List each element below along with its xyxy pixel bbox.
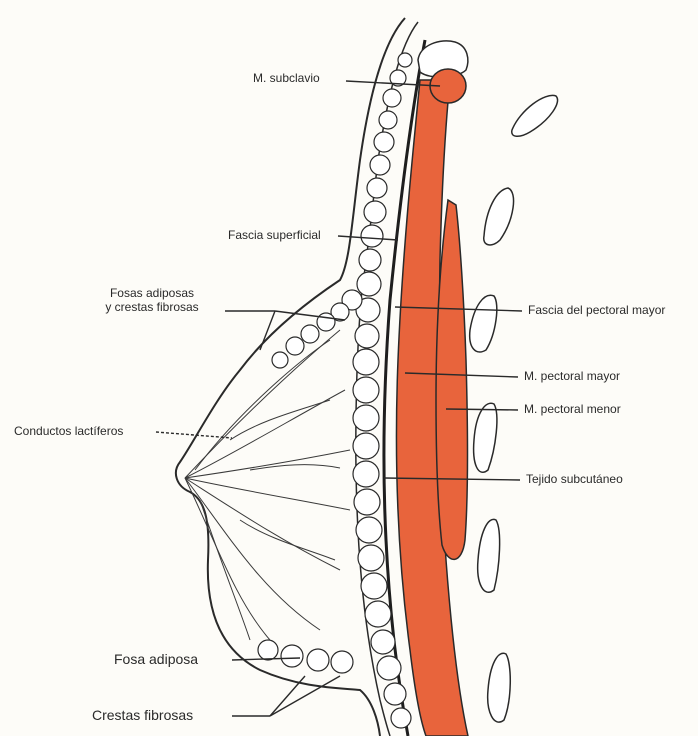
label-tejido: Tejido subcutáneo: [526, 472, 623, 486]
label-fosas-line1: Fosas adiposas: [92, 286, 212, 300]
label-pectoral-mayor: M. pectoral mayor: [524, 369, 620, 383]
label-fosa-adiposa: Fosa adiposa: [114, 651, 198, 667]
label-pectoral-menor: M. pectoral menor: [524, 402, 621, 416]
label-fascia-superficial: Fascia superficial: [228, 228, 321, 242]
leader-crestas-3: [270, 676, 340, 716]
label-conductos: Conductos lactíferos: [14, 424, 123, 438]
leader-conductos: [156, 432, 232, 438]
leader-pectoral-menor: [446, 409, 518, 410]
leader-fosas-2: [260, 311, 275, 350]
label-crestas: Crestas fibrosas: [92, 707, 193, 723]
fat-lobules: [258, 53, 412, 728]
breast-outline: [176, 18, 405, 736]
leader-crestas-2: [270, 676, 305, 716]
label-subclavio: M. subclavio: [253, 71, 320, 85]
label-fascia-pectoral: Fascia del pectoral mayor: [528, 303, 665, 317]
label-fosas-line2: y crestas fibrosas: [92, 300, 212, 314]
